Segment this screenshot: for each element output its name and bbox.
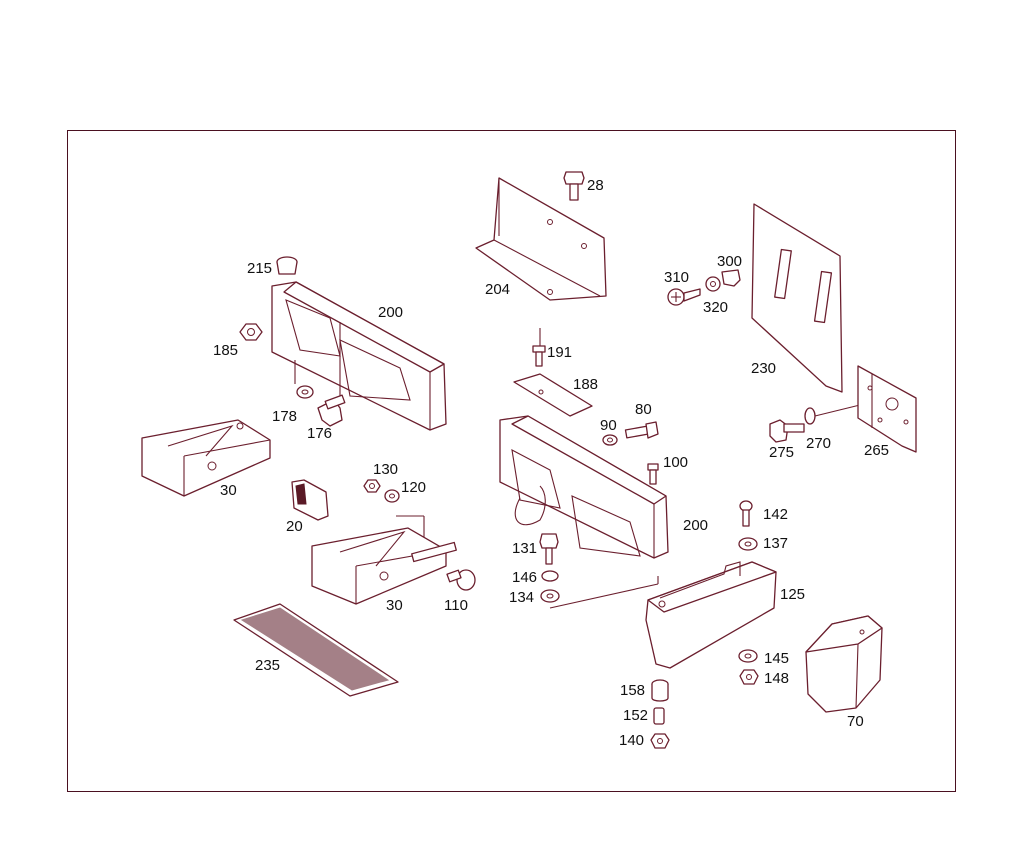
label-120: 120: [401, 479, 426, 496]
label-204: 204: [485, 281, 510, 298]
label-131: 131: [512, 540, 537, 557]
nut-130[interactable]: [363, 479, 381, 493]
nut-140[interactable]: [650, 733, 670, 749]
bracket-30-upper[interactable]: [141, 419, 271, 497]
label-158: 158: [620, 682, 645, 699]
label-134: 134: [509, 589, 534, 606]
label-200-lower: 200: [683, 517, 708, 534]
nut-185[interactable]: [239, 323, 263, 341]
label-20: 20: [286, 518, 303, 535]
label-110: 110: [444, 597, 468, 614]
screw-310[interactable]: [667, 288, 701, 306]
washer-137[interactable]: [738, 537, 758, 551]
plate-188[interactable]: [513, 373, 593, 417]
label-80: 80: [635, 401, 652, 418]
washer-90[interactable]: [602, 434, 618, 446]
washer-145[interactable]: [738, 649, 758, 663]
bolt-28[interactable]: [563, 171, 585, 201]
label-188: 188: [573, 376, 598, 393]
washer-134[interactable]: [540, 589, 560, 603]
screw-142[interactable]: [739, 500, 753, 527]
label-28: 28: [587, 177, 604, 194]
label-100: 100: [663, 454, 688, 471]
label-148: 148: [764, 670, 789, 687]
diagram-frame: [67, 130, 956, 792]
label-235: 235: [255, 657, 280, 674]
label-191: 191: [547, 344, 572, 361]
label-30-lower: 30: [386, 597, 403, 614]
label-176: 176: [307, 425, 332, 442]
label-270: 270: [806, 435, 831, 452]
label-145: 145: [764, 650, 789, 667]
bolt-275[interactable]: [769, 419, 805, 443]
washer-120[interactable]: [384, 489, 400, 503]
cover-70[interactable]: [805, 615, 883, 713]
spacer-146[interactable]: [541, 570, 559, 582]
label-320: 320: [703, 299, 728, 316]
pin-191[interactable]: [532, 345, 546, 367]
bolt-80[interactable]: [624, 421, 659, 439]
bracket-265[interactable]: [857, 365, 917, 453]
frame-200-upper[interactable]: [271, 281, 447, 431]
label-215: 215: [247, 260, 272, 277]
label-146: 146: [512, 569, 537, 586]
washer-178[interactable]: [296, 385, 314, 399]
label-178: 178: [272, 408, 297, 425]
label-70: 70: [847, 713, 864, 730]
label-142: 142: [763, 506, 788, 523]
label-310: 310: [664, 269, 689, 286]
label-152: 152: [623, 707, 648, 724]
label-30-upper: 30: [220, 482, 237, 499]
washer-270[interactable]: [804, 407, 816, 425]
step-125[interactable]: [645, 561, 777, 669]
bush-158[interactable]: [651, 679, 669, 702]
label-140: 140: [619, 732, 644, 749]
bracket-204[interactable]: [475, 177, 607, 301]
frame-200-lower[interactable]: [499, 415, 669, 559]
plate-230[interactable]: [751, 203, 843, 393]
label-130: 130: [373, 461, 398, 478]
bolt-110[interactable]: [446, 569, 476, 591]
nut-148[interactable]: [739, 669, 759, 685]
tread-plate-235[interactable]: [233, 603, 399, 697]
bolt-176[interactable]: [317, 394, 346, 427]
bracket-30-lower[interactable]: [311, 527, 457, 605]
label-230: 230: [751, 360, 776, 377]
bolt-131[interactable]: [539, 533, 559, 565]
clip-300[interactable]: [721, 269, 741, 287]
cap-215[interactable]: [276, 256, 298, 275]
washer-320[interactable]: [705, 276, 721, 292]
bracket-20[interactable]: [291, 479, 329, 521]
sleeve-152[interactable]: [653, 707, 665, 725]
label-185: 185: [213, 342, 238, 359]
label-265: 265: [864, 442, 889, 459]
label-300: 300: [717, 253, 742, 270]
label-275: 275: [769, 444, 794, 461]
label-200-upper: 200: [378, 304, 403, 321]
label-125: 125: [780, 586, 805, 603]
pin-100[interactable]: [647, 463, 659, 485]
label-90: 90: [600, 417, 617, 434]
label-137: 137: [763, 535, 788, 552]
